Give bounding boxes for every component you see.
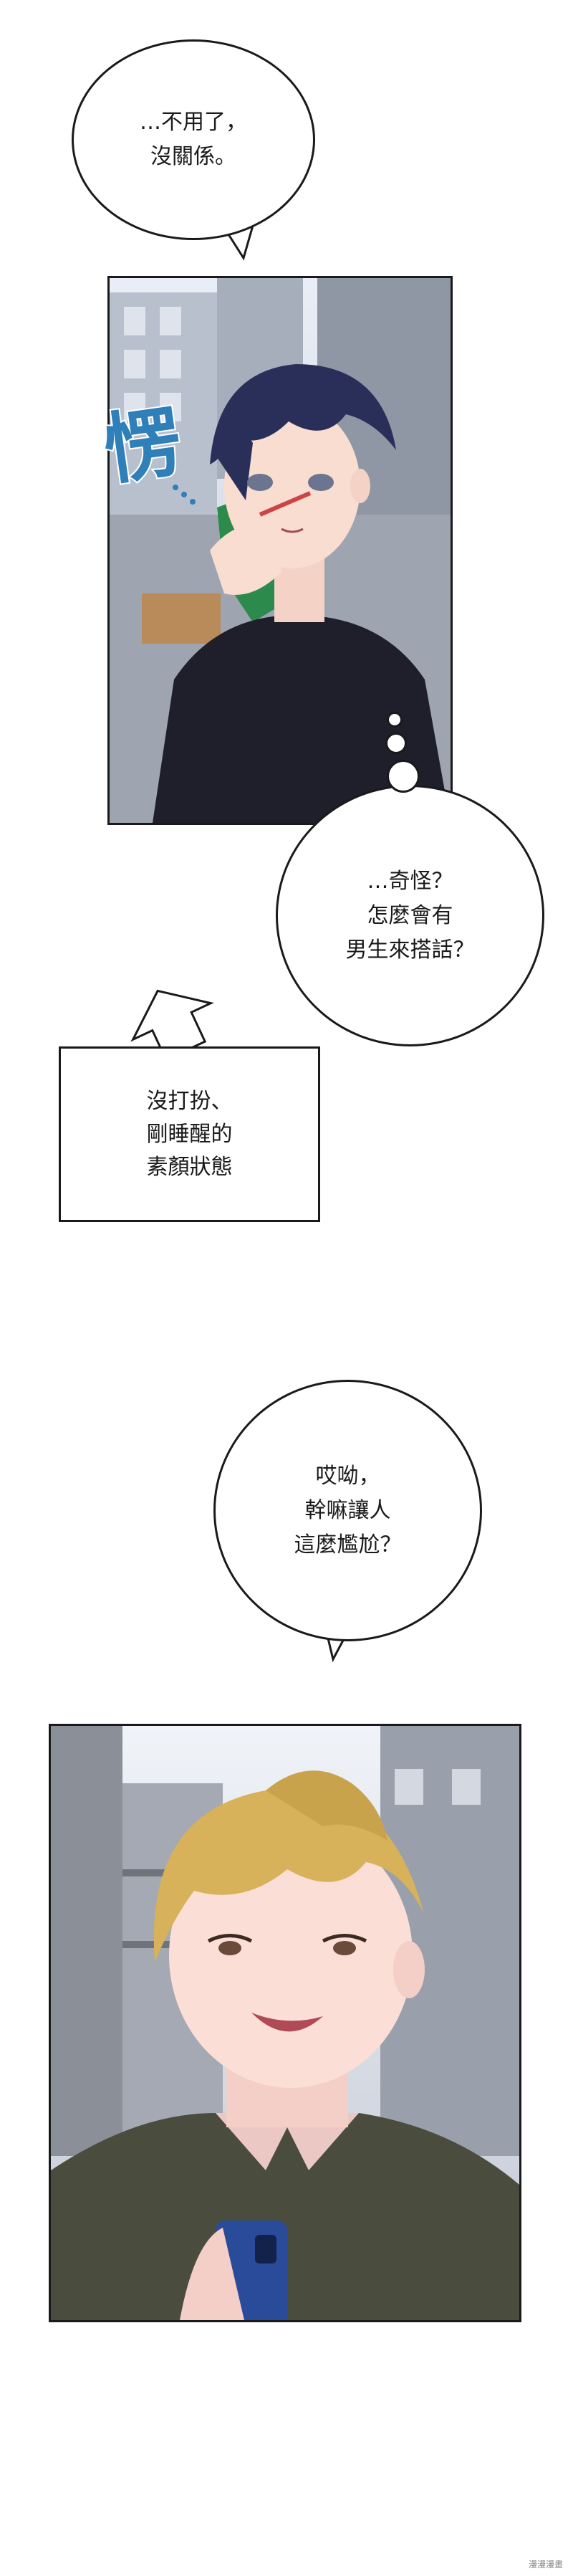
caption-text: 沒打扮、 剛睡醒的 素顏狀態 xyxy=(146,1088,233,1180)
thought-text-weird: …奇怪？ 怎麼會有 男生來搭話？ xyxy=(345,868,475,963)
panel-dark-haired-man xyxy=(107,276,453,825)
speech-text-no-need: …不用了， 沒關係。 xyxy=(140,110,247,169)
speech-text-awkward: 哎呦， 幹嘛讓人 這麼尷尬？ xyxy=(294,1463,402,1557)
thought-bubble-weird: …奇怪？ 怎麼會有 男生來搭話？ xyxy=(276,785,544,1046)
panel-art-dark-haired-man xyxy=(110,278,451,823)
sfx-stunned: 愣 xyxy=(97,396,196,505)
panel-blond-man xyxy=(49,1724,521,2322)
thought-dot xyxy=(387,760,420,793)
speech-bubble-no-need: …不用了， 沒關係。 xyxy=(72,39,315,240)
speech-bubble-awkward: 哎呦， 幹嘛讓人 這麼尷尬？ xyxy=(213,1380,482,1641)
panel-art-blond-man xyxy=(51,1726,519,2320)
watermark: 漫漫漫畫 xyxy=(528,2560,563,2570)
thought-dot xyxy=(387,712,403,728)
thought-dot xyxy=(385,733,407,754)
sfx-text: 愣 xyxy=(98,397,187,497)
caption-box: 沒打扮、 剛睡醒的 素顏狀態 xyxy=(59,1046,320,1222)
